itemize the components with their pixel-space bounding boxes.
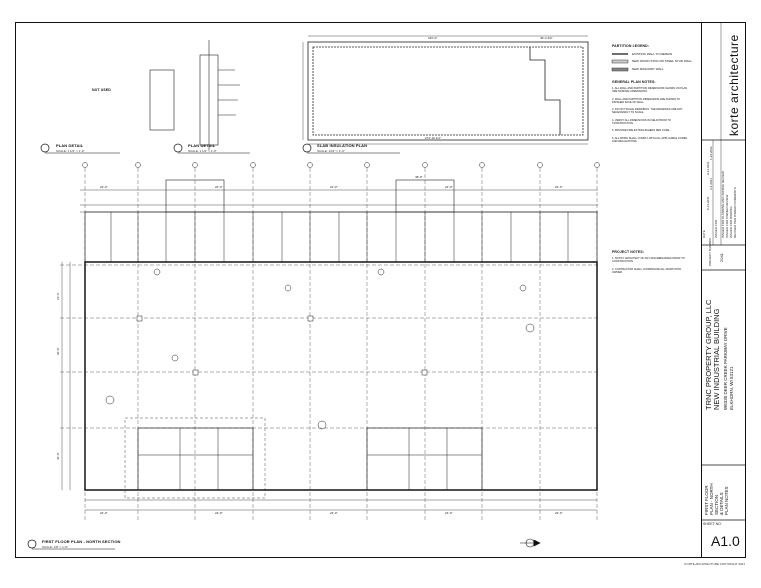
copyright-footer: KORTE ARCHITECTURE COPYRIGHT 2021 [684, 562, 745, 566]
plan-detail-2-scale: SCALE: 1 1/2" = 1'-0" [188, 149, 217, 153]
dim-bay-5: 24'-0" [555, 185, 563, 189]
project-name: NEW INDUSTRIAL BUILDING [712, 308, 721, 410]
dim-slab-right: 49'-4 3/4" [540, 36, 553, 40]
dim-bay-4: 24'-0" [445, 185, 453, 189]
issue-row-3-date: 9-21-2021 [706, 161, 710, 175]
main-plan-scale: SCALE: 1/8" = 1'-0" [42, 545, 69, 549]
slab-plan-title: SLAB INSULATION PLAN [317, 143, 368, 148]
dim-left-2: 20'-0" [56, 347, 60, 355]
general-notes-title: GENERAL PLAN NOTES: [612, 80, 656, 84]
dim-bay-1: 24'-0" [100, 185, 108, 189]
general-note-5: 5. PROVIDE FIRE EXTINGUISHERS PER CODE. [612, 129, 671, 133]
floor-plan-drawing [60, 162, 600, 520]
plan-detail-2-drawing [149, 69, 175, 131]
dim-bottom-4: 24'-0" [445, 511, 453, 515]
legend-item-3: NEW MASONRY WALL [632, 67, 664, 71]
project-number-label: PROJECT NUMBER [708, 238, 712, 266]
dim-bay-2: 24'-0" [215, 185, 223, 189]
dim-left-3: 42'-0" [56, 452, 60, 460]
general-note-6: 6. ALL WORK SHALL COMPLY WITH ALL APPLIC… [612, 136, 688, 143]
project-address-1: W6330 DEER CREEK PARKWAY DRIVE [723, 327, 728, 410]
dim-left-1: 23'-6" [56, 292, 60, 300]
plan-detail-1-drawing [199, 40, 240, 150]
main-plan-title: FIRST FLOOR PLAN - NORTH SECTION [42, 539, 121, 544]
legend-item-1: EXISTING WALL TO REMAIN [632, 52, 673, 56]
legend-item-2: NEW WOOD STUD OR STEEL STUD WALL [632, 59, 692, 63]
dim-bottom-2: 24'-0" [215, 511, 223, 515]
project-notes-title: PROJECT NOTES: [612, 250, 645, 254]
issue-header-date: DATE [702, 230, 706, 238]
sheet-border [15, 22, 746, 558]
issue-row-1-date: 5-14-2021 [706, 196, 710, 210]
general-note-3: 3. DO NOT SCALE DRAWINGS. THE DRAWINGS A… [612, 108, 683, 115]
sheet-title-5: PLAN NOTES [724, 486, 729, 515]
dim-overall-slab: 246'-0" [428, 36, 438, 40]
detail-marker-1 [40, 143, 50, 153]
sheet-number-label: SHEET NO. [703, 522, 722, 526]
dim-bottom-5: 24'-0" [555, 511, 563, 515]
slab-plan-scale: SCALE: 1/16" = 1'-0" [317, 149, 345, 153]
issue-row-2-date: 6-4-2021 [709, 177, 713, 190]
project-note-1: 1. NOTIFY ARCHITECT OF ANY DISCREPANCIES… [612, 257, 685, 264]
north-arrow [520, 538, 541, 548]
general-note-1: 1. ALL WALL AND PARTITION DIMENSIONS SHO… [612, 87, 688, 94]
detail-marker-2 [173, 143, 183, 153]
project-number-value: 2041 [719, 253, 724, 262]
project-address-2: ELKHORN, WI 53121 [729, 366, 734, 410]
general-notes-list: 1. ALL WALL AND PARTITION DIMENSIONS SHO… [612, 87, 690, 147]
issue-header-desc: ISSUED FOR [714, 219, 718, 238]
dim-bay2: 48'-0" [415, 175, 423, 179]
sheet-number: A1.0 [711, 533, 740, 549]
general-note-4: 4. VERIFY ALL DIMENSIONS IN FIELD PRIOR … [612, 118, 671, 126]
dim-bay-3: 24'-0" [330, 185, 338, 189]
dim-bottom-3: 24'-0" [330, 511, 338, 515]
plan-detail-2-title: PLAN DETAIL [188, 143, 216, 148]
general-note-2: 2. WALL AND PARTITION DIMENSIONS ARE SHO… [612, 97, 681, 104]
dim-bottom-1: 24'-0" [100, 511, 108, 515]
project-note-2: 2. CONTRACTOR SHALL COORDINATE ALL WORK … [612, 267, 682, 274]
plan-detail-1-scale: SCALE: 1 1/2" = 1'-0" [56, 149, 85, 153]
dim-slab-bottom: 272'-10 1/4" [425, 136, 441, 140]
issue-row-4-desc: REVISED PER OWNER COMMENTS [733, 187, 737, 238]
firm-name: korte architecture [727, 34, 741, 136]
not-used-label: NOT USED [92, 88, 111, 92]
issue-row-4-date: 1-26-2022 [709, 146, 713, 160]
title-block [701, 22, 746, 558]
detail-marker-3 [302, 143, 312, 153]
project-notes-list: 1. NOTIFY ARCHITECT OF ANY DISCREPANCIES… [612, 257, 690, 278]
slab-plan-drawing [302, 35, 589, 145]
detail-marker-4 [27, 539, 37, 549]
partition-legend-title: PARTITION LEGEND: [612, 44, 650, 48]
plan-detail-1-title: PLAN DETAIL [56, 143, 84, 148]
